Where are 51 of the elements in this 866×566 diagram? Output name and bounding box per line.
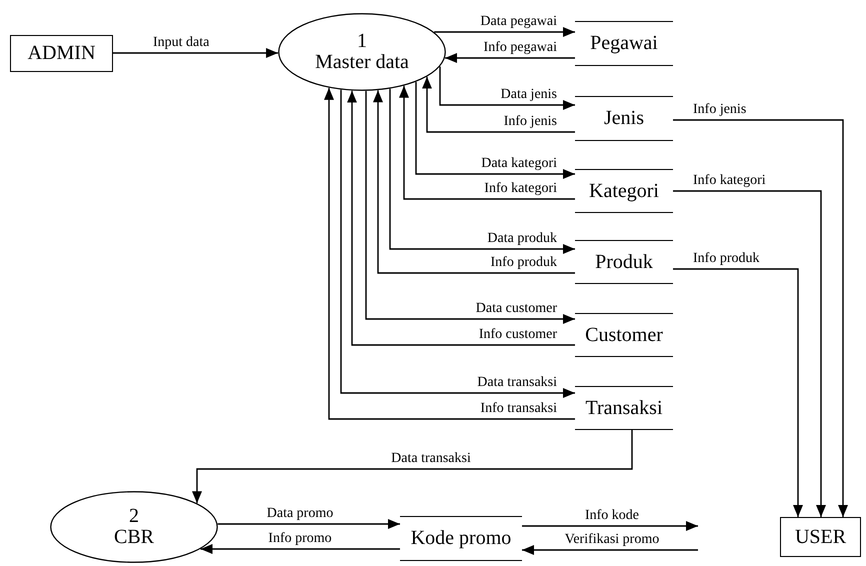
entity-box bbox=[10, 35, 113, 72]
store-name: Transaksi bbox=[585, 398, 663, 418]
store-name: Customer bbox=[585, 324, 663, 346]
process-ellipse bbox=[278, 13, 446, 91]
arrow bbox=[434, 27, 575, 37]
process-name: Master data bbox=[315, 52, 409, 73]
arrow bbox=[389, 88, 575, 254]
edge-label: Input data bbox=[152, 35, 210, 51]
edge-label: Info jenis bbox=[692, 102, 748, 118]
store-name: Jenis bbox=[604, 108, 644, 129]
arrow bbox=[673, 268, 803, 517]
edge-label: Verifikasi promo bbox=[564, 532, 660, 548]
edge-label: Info pegawai bbox=[482, 40, 558, 56]
arrow bbox=[373, 90, 575, 274]
arrow bbox=[200, 544, 400, 554]
arrow bbox=[399, 86, 575, 200]
entity-box bbox=[780, 517, 861, 557]
store-name: Kode promo bbox=[410, 528, 512, 549]
store-name: Kategori bbox=[589, 180, 659, 202]
edge-label: Info kategori bbox=[692, 173, 767, 189]
edge-label: Info produk bbox=[490, 255, 558, 271]
edge-label: Data kategori bbox=[480, 156, 558, 172]
arrow bbox=[422, 76, 575, 133]
arrow bbox=[673, 119, 848, 517]
arrow bbox=[673, 190, 826, 517]
edge-label: Info kategori bbox=[483, 181, 558, 197]
store-name: Produk bbox=[595, 252, 653, 272]
process-number: 2 bbox=[129, 506, 139, 527]
arrow bbox=[347, 90, 575, 346]
edge-label: Data jenis bbox=[500, 87, 558, 103]
edge-label: Data promo bbox=[266, 506, 334, 522]
process-number: 1 bbox=[357, 31, 367, 52]
process-ellipse bbox=[50, 491, 218, 563]
arrow bbox=[439, 66, 575, 110]
store-name: Pegawai bbox=[590, 33, 658, 54]
arrow bbox=[218, 519, 400, 529]
edge-label: Data pegawai bbox=[479, 14, 558, 30]
arrow bbox=[415, 82, 575, 179]
arrow bbox=[522, 545, 698, 555]
edge-label: Data produk bbox=[486, 231, 558, 247]
edge-label: Info promo bbox=[267, 531, 333, 547]
entity-name: USER bbox=[794, 526, 846, 548]
process-name: CBR bbox=[114, 527, 154, 548]
arrow bbox=[192, 430, 633, 504]
arrow bbox=[522, 521, 698, 531]
edge-label: Info produk bbox=[692, 251, 760, 267]
edge-label: Info jenis bbox=[502, 114, 558, 130]
entity-name: ADMIN bbox=[28, 43, 96, 64]
arrow bbox=[113, 48, 278, 58]
arrow bbox=[445, 53, 575, 63]
arrow bbox=[365, 90, 575, 324]
